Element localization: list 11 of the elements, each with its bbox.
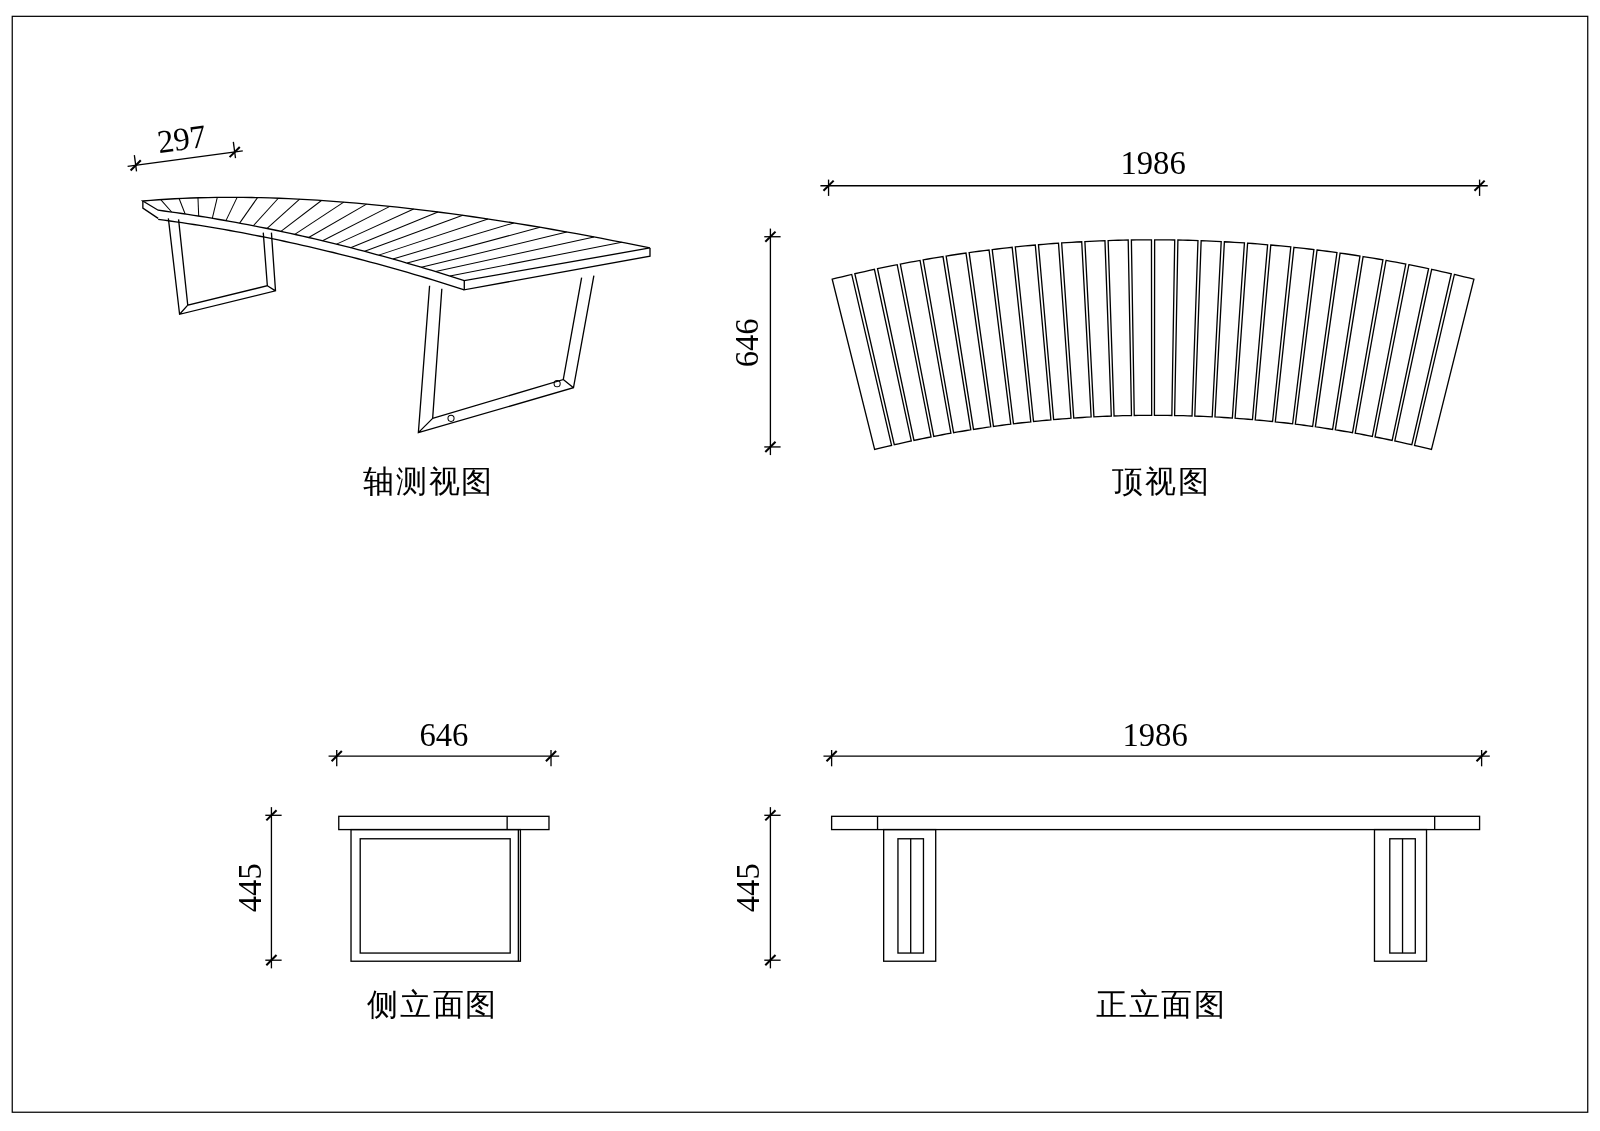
dimension-label: 1986	[1120, 146, 1186, 180]
dimension-label: 445	[233, 863, 267, 913]
dimension-label: 646	[419, 718, 469, 751]
dimension-label: 297	[155, 119, 209, 159]
view-title: 顶视图	[1112, 466, 1211, 497]
view-title: 侧立面图	[367, 989, 498, 1021]
dimension-label: 445	[731, 863, 765, 913]
dimension-label: 1986	[1122, 718, 1188, 751]
view-title: 正立面图	[1095, 989, 1227, 1021]
view-title: 轴测视图	[363, 466, 494, 497]
dimension-label: 646	[730, 318, 764, 368]
